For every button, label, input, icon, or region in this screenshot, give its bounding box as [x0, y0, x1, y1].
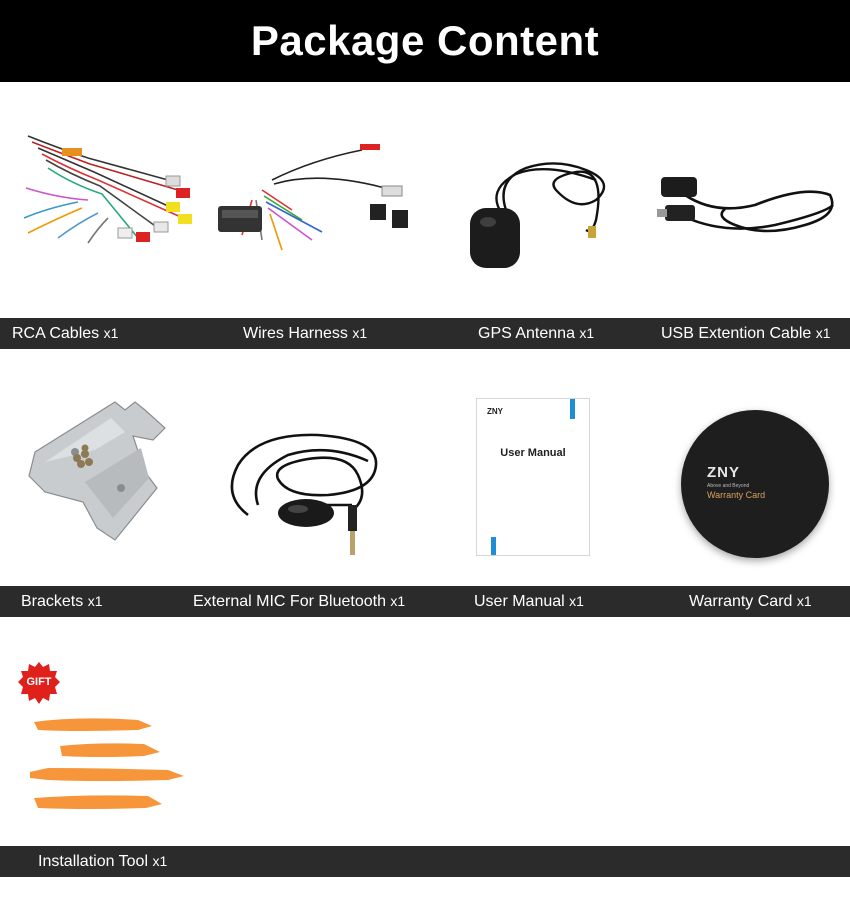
rca-cables-image [18, 128, 208, 253]
label-warranty-card: Warranty Card x1 [689, 593, 812, 610]
usb-extension-cable-image [655, 165, 840, 265]
gift-badge-icon [18, 662, 60, 704]
user-manual-image: ZNY User Manual [476, 398, 590, 556]
gps-antenna-image [466, 150, 636, 275]
label-installation-tool: Installation Tool x1 [38, 853, 168, 870]
external-mic-image [218, 425, 383, 560]
label-usb-extension-cable: USB Extention Cable x1 [661, 325, 831, 342]
installation-tool-image [28, 716, 186, 816]
manual-title: User Manual [500, 447, 566, 459]
label-brackets: Brackets x1 [21, 593, 103, 610]
wires-harness-image [212, 140, 422, 260]
page-title: Package Content [250, 17, 600, 64]
warranty-tagline: Above and Beyond [707, 483, 750, 489]
label-rca-cables: RCA Cables x1 [12, 325, 119, 342]
row1-label-bar: RCA Cables x1 Wires Harness x1 GPS Anten… [0, 318, 850, 349]
gift-badge-label: GIFT [26, 676, 52, 688]
brackets-image [25, 392, 175, 542]
label-external-mic: External MIC For Bluetooth x1 [193, 593, 406, 610]
row3-label-bar: Installation Tool x1 [0, 846, 850, 877]
warranty-logo: ZNY [707, 464, 740, 481]
label-wires-harness: Wires Harness x1 [243, 325, 368, 342]
warranty-title: Warranty Card [707, 490, 766, 500]
label-user-manual: User Manual x1 [474, 593, 584, 610]
manual-logo: ZNY [487, 407, 503, 416]
gift-badge: GIFT [17, 661, 61, 705]
row2-label-bar: Brackets x1 External MIC For Bluetooth x… [0, 586, 850, 617]
page-header: Package Content [0, 0, 850, 82]
label-gps-antenna: GPS Antenna x1 [478, 325, 595, 342]
warranty-card-image: ZNY Above and Beyond Warranty Card [681, 410, 829, 558]
